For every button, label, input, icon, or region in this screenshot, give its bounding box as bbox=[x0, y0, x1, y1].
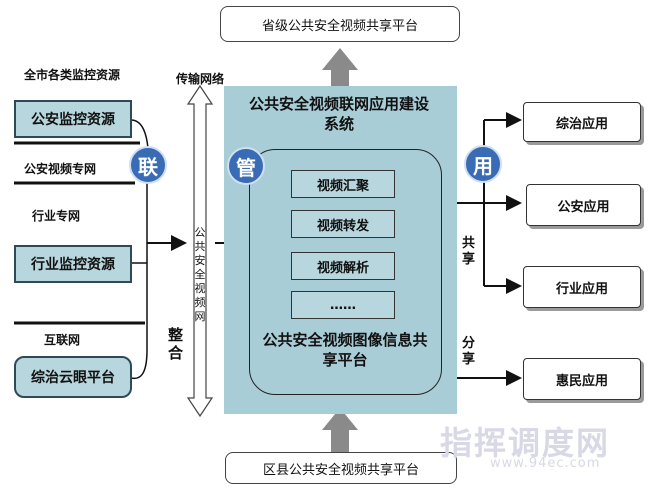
upload-arrow-bottom bbox=[322, 408, 358, 452]
watermark-url: www.94ec.com bbox=[490, 456, 601, 471]
app-label: 公安应用 bbox=[557, 199, 610, 215]
county-platform-label: 区县公共安全视频共享平台 bbox=[262, 462, 419, 478]
resources-heading: 全市各类监控资源 bbox=[24, 68, 121, 82]
link-circle-label: 联 bbox=[138, 154, 158, 179]
function-box-more: …… bbox=[291, 291, 395, 319]
app-box-police: 公安应用 bbox=[526, 184, 641, 226]
provincial-platform-label: 省级公共安全视频共享平台 bbox=[261, 18, 418, 34]
app-box-industry: 行业应用 bbox=[523, 266, 641, 308]
provincial-platform-box: 省级公共安全视频共享平台 bbox=[220, 6, 460, 42]
distribute-label: 分享 bbox=[462, 336, 476, 367]
app-box-governance: 综治应用 bbox=[523, 102, 641, 142]
industry-resource-label: 行业监控资源 bbox=[31, 257, 115, 273]
cloud-platform-box: 综治云眼平台 bbox=[14, 356, 132, 398]
center-system-title: 公共安全视频联网应用建设系统 bbox=[248, 95, 429, 133]
app-label: 惠民应用 bbox=[555, 373, 608, 389]
manage-circle: 管 bbox=[227, 147, 265, 185]
function-box-forward: 视频转发 bbox=[291, 210, 395, 238]
app-label: 综治应用 bbox=[555, 116, 608, 132]
cloud-platform-label: 综治云眼平台 bbox=[31, 370, 115, 386]
police-resource-label: 公安监控资源 bbox=[31, 112, 115, 128]
transport-network-arrow bbox=[186, 84, 214, 418]
internet-label: 互联网 bbox=[44, 333, 81, 347]
function-label: 视频汇聚 bbox=[316, 178, 369, 194]
use-circle-label: 用 bbox=[473, 153, 493, 178]
use-circle: 用 bbox=[464, 145, 502, 183]
network-vertical-label: 公共安全视频网 bbox=[194, 226, 206, 323]
manage-circle-label: 管 bbox=[236, 155, 256, 180]
sharing-platform-label: 公共安全视频图像信息共享平台 bbox=[262, 331, 428, 369]
industry-resource-box: 行业监控资源 bbox=[14, 245, 132, 283]
police-network-label: 公安视频专网 bbox=[24, 162, 97, 176]
app-label: 行业应用 bbox=[555, 281, 608, 297]
center-system-panel: 公共安全视频联网应用建设系统 视频汇聚 视频转发 视频解析 …… 公共安全视频图… bbox=[224, 86, 457, 414]
county-platform-box: 区县公共安全视频共享平台 bbox=[225, 452, 457, 484]
industry-network-label: 行业专网 bbox=[32, 209, 81, 223]
function-label: …… bbox=[330, 297, 356, 313]
integrate-label: 整合 bbox=[168, 326, 184, 362]
function-box-aggregate: 视频汇聚 bbox=[291, 170, 395, 198]
app-box-public: 惠民应用 bbox=[523, 358, 641, 400]
police-resource-box: 公安监控资源 bbox=[14, 100, 132, 138]
function-box-parse: 视频解析 bbox=[291, 252, 395, 280]
function-label: 视频解析 bbox=[316, 260, 369, 276]
platform-frame: 视频汇聚 视频转发 视频解析 …… 公共安全视频图像信息共享平台 bbox=[249, 149, 442, 395]
function-label: 视频转发 bbox=[316, 218, 369, 234]
upload-arrow-top bbox=[322, 48, 358, 88]
share-label: 共享 bbox=[462, 236, 476, 267]
link-circle: 联 bbox=[129, 146, 167, 184]
watermark-title: 指挥调度网 bbox=[440, 424, 611, 462]
transport-label: 传输网络 bbox=[176, 72, 225, 86]
